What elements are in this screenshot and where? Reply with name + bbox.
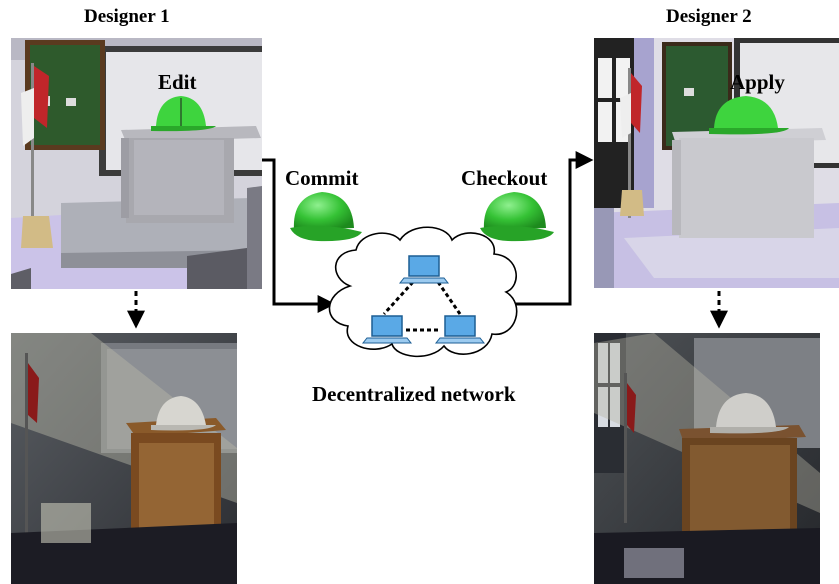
edit-label: Edit xyxy=(158,70,197,94)
designer-1-edit-view xyxy=(11,38,262,289)
laptop-icon xyxy=(361,315,413,344)
designer-1-title: Designer 1 xyxy=(84,6,170,27)
designer-2-apply-view xyxy=(594,38,839,288)
commit-arrow xyxy=(262,158,336,313)
commit-label: Commit xyxy=(285,166,359,190)
cloud-shape xyxy=(328,226,518,358)
checkout-helmet-icon xyxy=(480,192,554,242)
apply-label: Apply xyxy=(730,70,785,94)
checkout-label: Checkout xyxy=(461,166,548,190)
designer-2-render xyxy=(594,333,820,584)
laptop-icon xyxy=(434,315,486,344)
designer-2-title: Designer 2 xyxy=(666,6,752,27)
checkout-arrow xyxy=(513,151,594,306)
network-label: Decentralized network xyxy=(312,382,516,406)
designer-1-render xyxy=(11,333,237,584)
commit-helmet-icon xyxy=(290,192,362,242)
laptop-icon xyxy=(398,255,450,284)
